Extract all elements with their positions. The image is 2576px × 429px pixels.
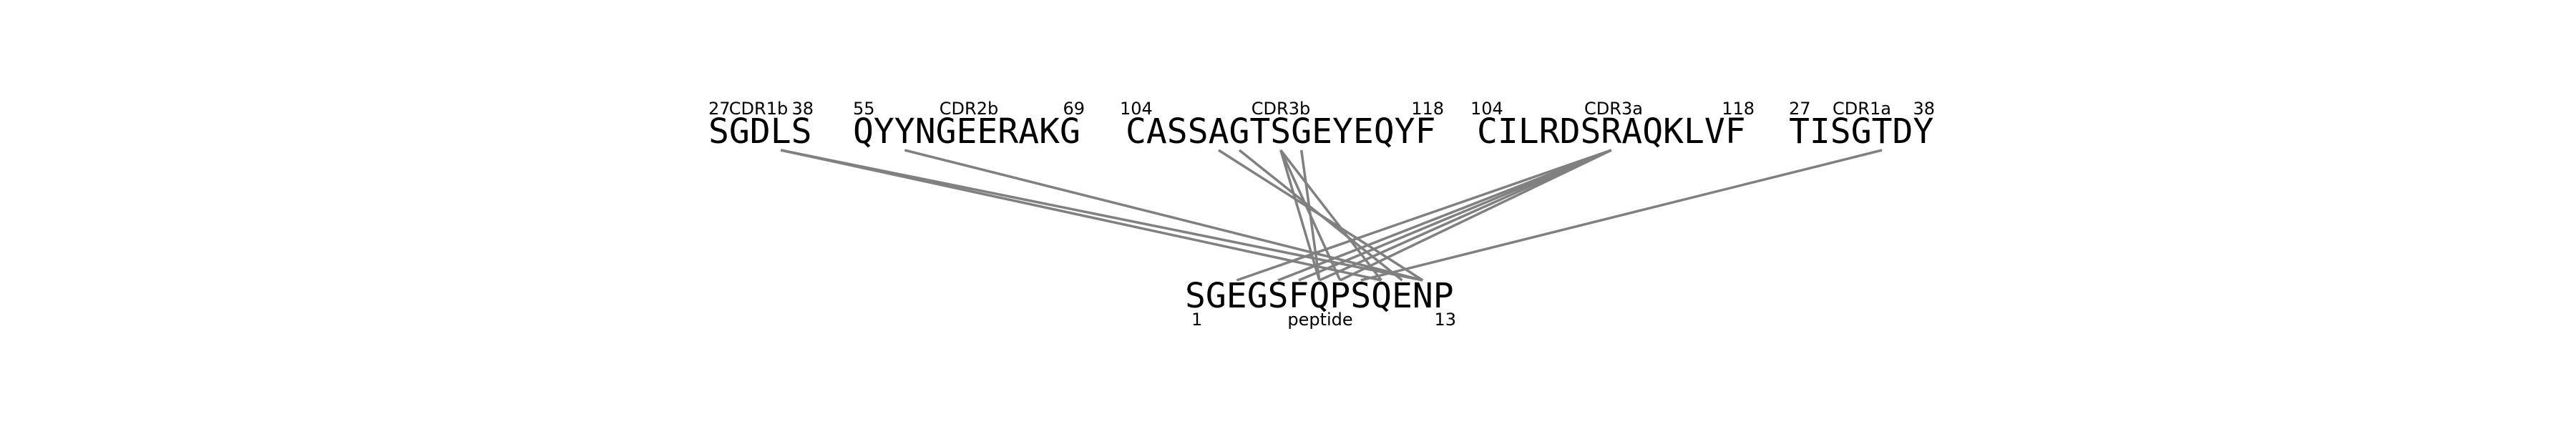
segment-start-number: 55 xyxy=(853,99,875,119)
contact-line xyxy=(1319,149,1612,282)
segment-sequence: CASSAGTSGEYEQYF xyxy=(1126,112,1435,152)
segment-end-number: 118 xyxy=(1722,99,1755,119)
segment-end-number: 69 xyxy=(1063,99,1085,119)
peptide: SGEGSFQPSQENP 1 peptide 13 xyxy=(1185,276,1456,330)
segment-sequence: SGDLS xyxy=(708,112,812,152)
contact-line xyxy=(1277,149,1612,282)
segment-end-number: 38 xyxy=(791,99,814,119)
segment-name: CDR1b xyxy=(729,99,788,119)
contact-lines xyxy=(780,149,1883,282)
peptide-sequence: SGEGSFQPSQENP xyxy=(1185,276,1454,316)
peptide-name: peptide xyxy=(1287,310,1352,330)
segment-start-number: 104 xyxy=(1470,99,1503,119)
contact-line xyxy=(1298,149,1612,282)
segment-name: CDR1a xyxy=(1833,99,1891,119)
contact-line xyxy=(1340,149,1612,282)
segment-name: CDR2b xyxy=(940,99,998,119)
contact-line xyxy=(780,149,1382,282)
segment-start-number: 27 xyxy=(1789,99,1811,119)
segment-cdr1b: 27 CDR1b 38 SGDLS xyxy=(708,99,814,152)
contact-line xyxy=(1279,149,1382,282)
peptide-start-number: 1 xyxy=(1191,310,1202,330)
segment-cdr3b: 104 CDR3b 118 CASSAGTSGEYEQYF xyxy=(1120,99,1444,152)
contact-line xyxy=(1238,149,1403,282)
segment-sequence: QYYNGEERAKG xyxy=(853,112,1080,152)
segment-sequence: CILRDSRAQKLVF xyxy=(1477,112,1746,152)
segment-cdr2b: 55 CDR2b 69 QYYNGEERAKG xyxy=(853,99,1085,152)
peptide-end-number: 13 xyxy=(1434,310,1456,330)
contact-line xyxy=(1360,149,1883,282)
segment-cdr1a: 27 CDR1a 38 TISGTDY xyxy=(1789,99,1935,152)
segment-sequence: TISGTDY xyxy=(1789,112,1933,152)
segment-end-number: 38 xyxy=(1913,99,1935,119)
segment-start-number: 104 xyxy=(1120,99,1153,119)
segment-name: CDR3a xyxy=(1584,99,1643,119)
segment-end-number: 118 xyxy=(1411,99,1444,119)
segment-start-number: 27 xyxy=(708,99,731,119)
segment-name: CDR3b xyxy=(1252,99,1310,119)
contact-line xyxy=(1279,149,1321,281)
contact-line xyxy=(1299,149,1321,281)
segment-cdr3a: 104 CDR3a 118 CILRDSRAQKLVF xyxy=(1470,99,1755,152)
contact-line xyxy=(1236,149,1612,282)
